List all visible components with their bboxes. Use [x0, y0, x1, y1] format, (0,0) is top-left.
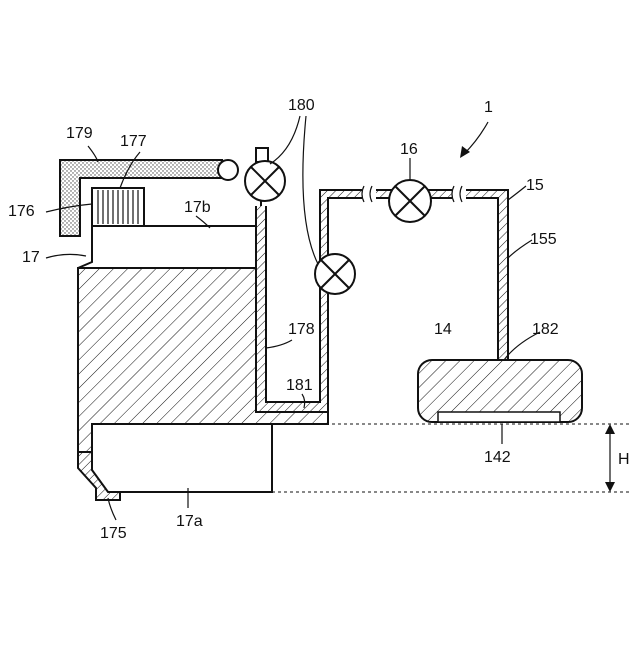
valve-16 [389, 180, 431, 222]
tube-178-cap [256, 148, 268, 162]
dimension-arrow-down [605, 482, 615, 492]
label-15: 15 [526, 177, 544, 194]
tank-lower-17a [92, 424, 272, 492]
label-178: 178 [288, 321, 315, 338]
pipe-break-right [452, 186, 466, 202]
label-180: 180 [288, 97, 315, 114]
label-181: 181 [286, 377, 313, 394]
label-14: 14 [434, 321, 452, 338]
label-179: 179 [66, 125, 93, 142]
label-142: 142 [484, 449, 511, 466]
arrow-1 [460, 146, 470, 158]
pipe-break-left [362, 186, 376, 202]
valve-180-lower [315, 254, 355, 294]
label-17: 17 [22, 249, 40, 266]
dimension-arrow-up [605, 424, 615, 434]
cap-hinge [218, 160, 238, 180]
label-17a: 17a [176, 513, 203, 530]
label-17b: 17b [184, 199, 211, 216]
label-182: 182 [532, 321, 559, 338]
label-155: 155 [530, 231, 557, 248]
outlet-wall [78, 452, 120, 500]
tube-channel [266, 190, 320, 402]
label-177: 177 [120, 133, 147, 150]
nozzle-142 [438, 412, 560, 422]
label-176: 176 [8, 203, 35, 220]
valve-180-upper [245, 161, 285, 201]
label-16: 16 [400, 141, 418, 158]
tank-upper-outline [78, 226, 256, 268]
label-175: 175 [100, 525, 127, 542]
label-h: H [618, 451, 630, 468]
label-1: 1 [484, 99, 493, 116]
